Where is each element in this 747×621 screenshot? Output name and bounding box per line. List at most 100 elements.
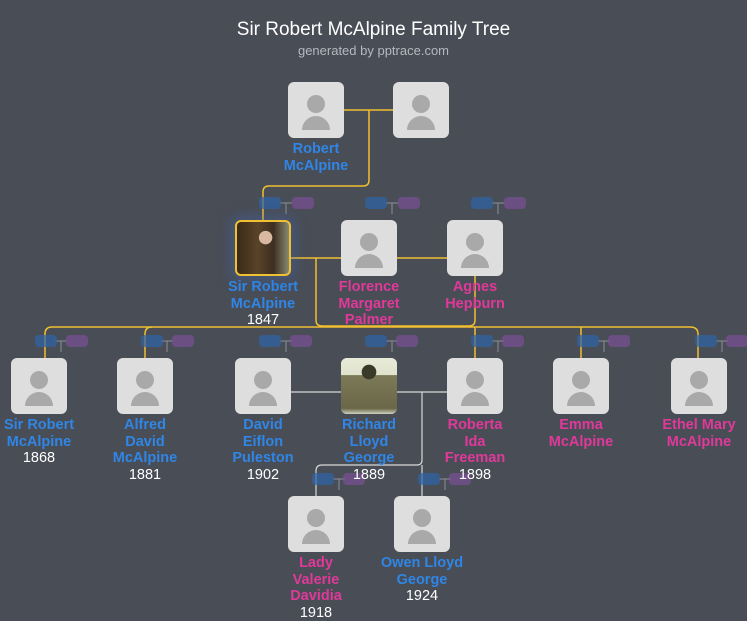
person-icon bbox=[466, 233, 484, 251]
person-placeholder[interactable] bbox=[394, 496, 450, 552]
person-photo[interactable] bbox=[235, 220, 291, 276]
person-name: Richard Lloyd George bbox=[342, 417, 396, 466]
person-node-robert-sr[interactable]: Robert McAlpine bbox=[251, 82, 381, 174]
expand-spouse-toggle[interactable] bbox=[290, 335, 312, 347]
couple-line bbox=[315, 258, 476, 327]
person-icon bbox=[567, 392, 595, 406]
expand-ancestors-toggle[interactable] bbox=[141, 335, 163, 347]
person-placeholder[interactable] bbox=[671, 358, 727, 414]
person-icon bbox=[307, 509, 325, 527]
expand-spouse-toggle[interactable] bbox=[608, 335, 630, 347]
expand-spouse-toggle[interactable] bbox=[726, 335, 747, 347]
page-title: Sir Robert McAlpine Family Tree bbox=[236, 19, 511, 40]
expand-spouse-toggle[interactable] bbox=[66, 335, 88, 347]
expand-spouse-toggle[interactable] bbox=[398, 197, 420, 209]
parent-child-line bbox=[262, 110, 370, 220]
expand-spouse-toggle[interactable] bbox=[172, 335, 194, 347]
expand-ancestors-toggle[interactable] bbox=[312, 473, 334, 485]
person-icon bbox=[307, 95, 325, 113]
birth-year: 1924 bbox=[405, 588, 439, 604]
person-placeholder[interactable] bbox=[288, 496, 344, 552]
expand-spouse-toggle[interactable] bbox=[343, 473, 365, 485]
person-name: Lady Valerie Davidia bbox=[290, 555, 342, 604]
person-placeholder[interactable] bbox=[447, 358, 503, 414]
person-name: Ethel Mary McAlpine bbox=[662, 417, 736, 450]
expand-ancestors-toggle[interactable] bbox=[418, 473, 440, 485]
expand-spouse-toggle[interactable] bbox=[502, 335, 524, 347]
expand-spouse-toggle[interactable] bbox=[449, 473, 471, 485]
birth-year: 1881 bbox=[128, 466, 162, 483]
expand-ancestors-toggle[interactable] bbox=[695, 335, 717, 347]
person-name: Robert McAlpine bbox=[283, 141, 349, 174]
person-icon bbox=[360, 233, 378, 251]
person-name: Owen Lloyd George bbox=[380, 555, 464, 588]
person-name: Alfred David McAlpine bbox=[112, 417, 178, 466]
person-icon bbox=[254, 371, 272, 389]
person-icon bbox=[355, 254, 383, 268]
expand-ancestors-toggle[interactable] bbox=[259, 197, 281, 209]
person-node-agnes[interactable]: Agnes Hepburn bbox=[410, 220, 540, 312]
person-icon bbox=[461, 392, 489, 406]
expand-ancestors-toggle[interactable] bbox=[471, 335, 493, 347]
person-placeholder[interactable] bbox=[447, 220, 503, 276]
person-icon bbox=[302, 116, 330, 130]
expand-ancestors-toggle[interactable] bbox=[365, 335, 387, 347]
person-name: Emma McAlpine bbox=[548, 417, 614, 450]
person-icon bbox=[30, 371, 48, 389]
person-icon bbox=[685, 392, 713, 406]
person-icon bbox=[136, 371, 154, 389]
page-subtitle: generated by pptrace.com bbox=[297, 43, 450, 58]
person-icon bbox=[466, 371, 484, 389]
child-line bbox=[144, 326, 153, 358]
expand-ancestors-toggle[interactable] bbox=[471, 197, 493, 209]
person-icon bbox=[413, 509, 431, 527]
person-icon bbox=[249, 392, 277, 406]
person-placeholder[interactable] bbox=[288, 82, 344, 138]
person-name: Sir Robert McAlpine bbox=[227, 279, 299, 312]
person-icon bbox=[690, 371, 708, 389]
expand-ancestors-toggle[interactable] bbox=[577, 335, 599, 347]
portrait-photo bbox=[341, 358, 397, 414]
person-photo[interactable] bbox=[341, 358, 397, 414]
person-placeholder[interactable] bbox=[11, 358, 67, 414]
person-placeholder[interactable] bbox=[117, 358, 173, 414]
person-name: Sir Robert McAlpine bbox=[3, 417, 75, 450]
expand-ancestors-toggle[interactable] bbox=[365, 197, 387, 209]
expand-spouse-toggle[interactable] bbox=[504, 197, 526, 209]
person-name: Florence Margaret Palmer bbox=[338, 279, 400, 328]
expand-ancestors-toggle[interactable] bbox=[259, 335, 281, 347]
person-node-emma[interactable]: Emma McAlpine bbox=[516, 358, 646, 450]
expand-spouse-toggle[interactable] bbox=[292, 197, 314, 209]
person-name: Roberta Ida Freeman bbox=[444, 417, 506, 466]
person-icon bbox=[407, 116, 435, 130]
person-name: Agnes Hepburn bbox=[445, 279, 505, 312]
person-node-ethel[interactable]: Ethel Mary McAlpine bbox=[634, 358, 747, 450]
person-placeholder[interactable] bbox=[235, 358, 291, 414]
birth-year: 1898 bbox=[458, 466, 492, 483]
person-placeholder[interactable] bbox=[553, 358, 609, 414]
portrait-photo bbox=[237, 222, 289, 274]
person-node-florence[interactable]: Florence Margaret Palmer bbox=[304, 220, 434, 329]
expand-spouse-toggle[interactable] bbox=[396, 335, 418, 347]
person-node-robert-sr-spouse[interactable] bbox=[356, 82, 486, 141]
expand-ancestors-toggle[interactable] bbox=[35, 335, 57, 347]
person-icon bbox=[302, 530, 330, 544]
person-icon bbox=[25, 392, 53, 406]
person-icon bbox=[412, 95, 430, 113]
birth-year: 1889 bbox=[352, 466, 386, 483]
birth-year: 1902 bbox=[246, 466, 280, 483]
person-placeholder[interactable] bbox=[393, 82, 449, 138]
person-icon bbox=[131, 392, 159, 406]
person-placeholder[interactable] bbox=[341, 220, 397, 276]
children-line bbox=[44, 326, 699, 358]
birth-year: 1847 bbox=[246, 312, 280, 328]
